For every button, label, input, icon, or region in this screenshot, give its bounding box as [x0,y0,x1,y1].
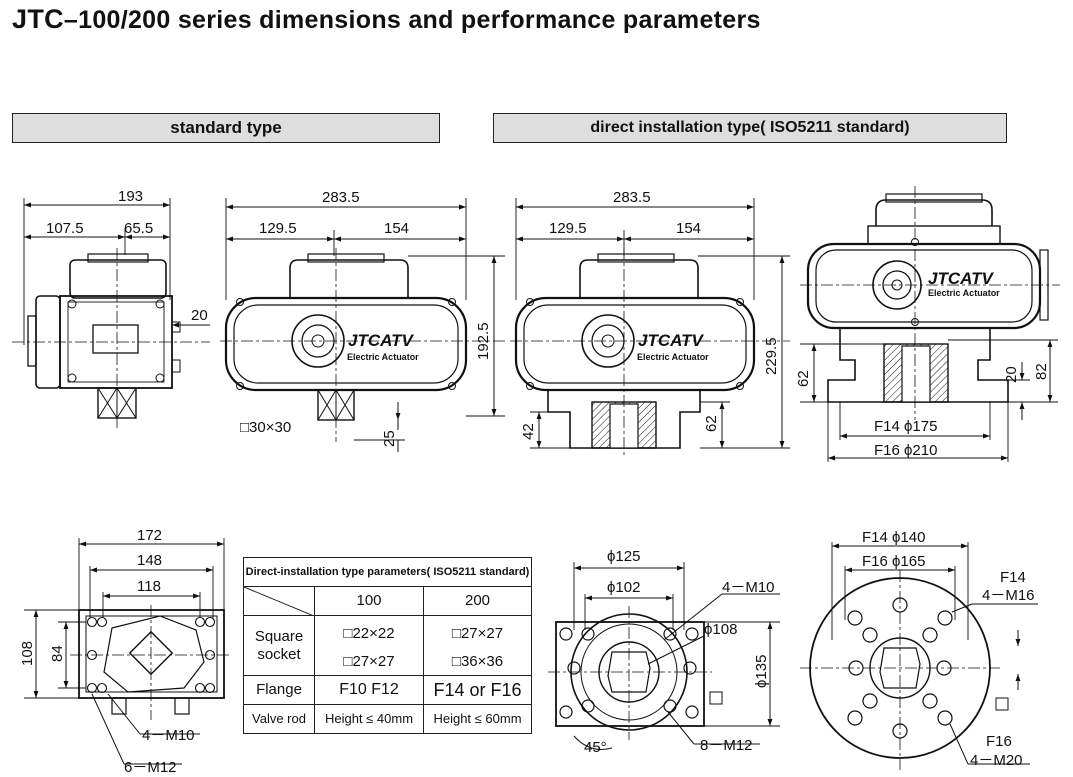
dim-square-30: □30×30 [240,419,291,436]
dim-192-5: 192.5 [475,322,492,360]
flange-plate-view [800,542,1038,770]
dim-f16-210: F16 ϕ210 [874,442,937,459]
dim-f14-175: F14 ϕ175 [874,418,937,435]
square-socket-line-2: socket [257,645,301,663]
dim-45-deg: 45° [584,739,607,756]
side-view-direct: JTCATV Electric Actuator [800,186,1060,462]
parameters-table: Direct-installation type parameters( ISO… [243,557,532,734]
dim-8-m12: 8－M12 [700,737,753,754]
title-text: –100/200 series dimensions and performan… [63,6,761,34]
table-corner-cell [243,586,315,616]
dim-4-m10: 4－M10 [142,727,195,744]
table-row-label-flange: Flange [243,675,315,705]
bottom-view-direct [548,562,780,750]
dim-f16-165: F16 ϕ165 [862,553,925,570]
dim-148: 148 [137,552,162,569]
dim-172: 172 [137,527,162,544]
table-cell-rod-100: Height ≤ 40mm [314,704,424,734]
bottom-view-standard [24,538,232,765]
dim-f14-140: F14 ϕ140 [862,529,925,546]
square-socket-line-1: Square [254,627,304,645]
dim-65-5: 65.5 [124,220,153,237]
title-brand: JTC [12,4,64,34]
dim-82: 82 [1033,363,1050,380]
dim-4-m16: 4－M16 [982,587,1035,604]
dim-84: 84 [49,645,66,662]
dim-phi-135: ϕ135 [753,655,770,688]
table-cell-flange-100: F10 F12 [314,675,424,705]
table-row-label-valve-rod: Valve rod [243,704,315,734]
logo-brand-3: JTCATV [928,269,995,288]
dim-phi-125: ϕ125 [607,548,640,565]
logo-subtitle-2: Electric Actuator [637,352,709,362]
page-title: JTC–100/200 series dimensions and perfor… [12,4,761,35]
dim-154: 154 [384,220,409,237]
socket-100-b: □27×27 [343,652,395,670]
dim-129-5-b: 129.5 [549,220,587,237]
socket-200-b: □36×36 [451,652,504,670]
dim-phi-108: ϕ108 [704,621,737,638]
dim-118: 118 [137,578,161,595]
table-header-100: 100 [314,586,424,616]
dim-108: 108 [19,641,36,666]
table-cell-flange-200: F14 or F16 [423,675,532,705]
dim-283-5-b: 283.5 [613,189,651,206]
dim-62-b: 62 [795,370,812,387]
socket-100-a: □22×22 [343,624,395,642]
dim-4-m10-b: 4－M10 [722,579,775,596]
front-view-standard: JTCATV Electric Actuator [220,198,505,452]
dim-42: 42 [520,423,537,440]
logo-subtitle-3: Electric Actuator [928,288,1000,298]
table-header-200: 200 [423,586,532,616]
dim-6-m12: 6－M12 [124,759,177,776]
dim-107-5: 107.5 [46,220,84,237]
dim-4-m20: 4－M20 [970,752,1023,769]
dim-20-a: 20 [191,307,208,324]
table-caption: Direct-installation type parameters( ISO… [243,557,532,587]
side-view-standard [12,198,210,430]
dim-25: 25 [381,430,398,447]
front-view-direct: JTCATV Electric Actuator [510,198,790,458]
dim-193: 193 [118,188,143,205]
dim-129-5: 129.5 [259,220,297,237]
logo-subtitle-1: Electric Actuator [347,352,419,362]
dim-62-a: 62 [703,415,720,432]
dim-283-5: 283.5 [322,189,360,206]
dim-229-5: 229.5 [763,337,780,375]
dim-phi-102: ϕ102 [607,579,640,596]
logo-brand-2: JTCATV [638,331,705,350]
dim-f14: F14 [1000,569,1026,586]
table-cell-socket-100: □22×22 □27×27 [314,615,424,676]
table-cell-socket-200: □27×27 □36×36 [423,615,532,676]
header-standard-type: standard type [12,113,440,143]
header-direct-installation: direct installation type( ISO5211 standa… [493,113,1007,143]
logo-brand-1: JTCATV [348,331,415,350]
table-row-label-square-socket: Square socket [243,615,315,676]
dim-f16: F16 [986,733,1012,750]
dimension-labels: 193 107.5 65.5 20 283.5 129.5 154 192.5 … [19,188,1050,776]
table-cell-rod-200: Height ≤ 60mm [423,704,532,734]
dim-154-b: 154 [676,220,701,237]
dim-20-b: 20 [1003,366,1020,383]
socket-200-a: □27×27 [451,624,504,642]
